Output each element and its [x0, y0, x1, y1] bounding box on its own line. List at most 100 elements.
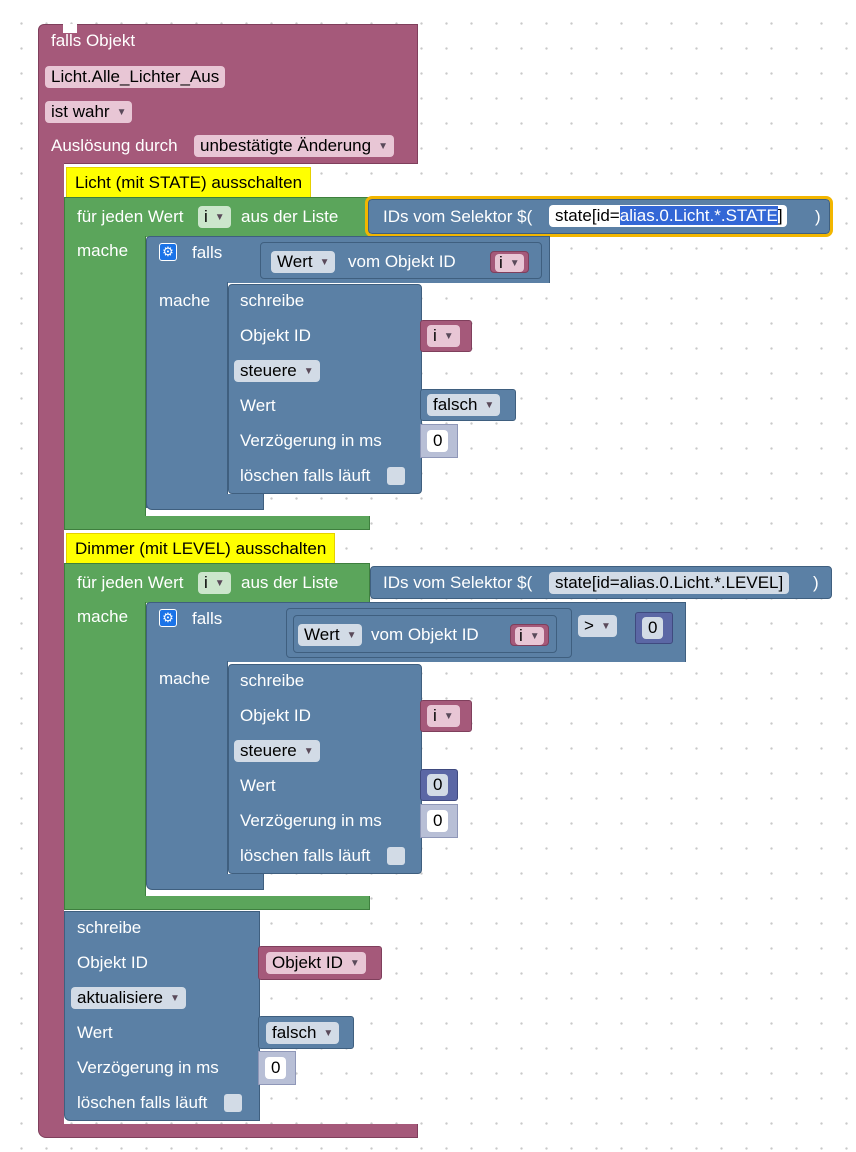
loop2-from-list-label: aus der Liste	[241, 573, 339, 592]
loop1-selector-suffix: ]	[777, 206, 783, 225]
loop2-compare-block[interactable]: Wert▼ vom Objekt ID i▼ >▼	[286, 608, 617, 658]
final-write-value-dropdown[interactable]: falsch ▼	[266, 1022, 340, 1044]
final-write-delay-input[interactable]: 0	[265, 1057, 287, 1079]
loop2-if-var-dropdown[interactable]: i▼	[515, 627, 544, 645]
loop1-write-delay-label: Verzögerung in ms	[240, 431, 382, 450]
dropdown-arrow-icon: ▼	[303, 366, 314, 377]
loop2-if-var-label: i	[519, 626, 523, 645]
loop1-write-value-block[interactable]: falsch ▼	[420, 389, 516, 421]
loop1-if-var-label: i	[499, 253, 503, 272]
loop2-value-label: Wert	[304, 625, 340, 644]
loop1-if-label: falls	[192, 243, 223, 262]
final-write-title: schreibe	[77, 918, 142, 937]
loop2-write-block[interactable]: schreibe Objekt ID steuere▼ Wert Verzöge…	[228, 664, 422, 874]
trigger-header: falls Objekt	[51, 31, 136, 50]
loop1-write-block[interactable]: schreibe Objekt ID steuere▼ Wert Verzöge…	[228, 284, 422, 494]
loop1-block[interactable]: für jeden Wert i▼ aus der Liste mache	[64, 197, 370, 260]
trigger-object-field[interactable]: Licht.Alle_Lichter_Aus	[45, 66, 226, 88]
dropdown-arrow-icon: ▼	[214, 212, 225, 223]
loop2-write-value-input[interactable]: 0	[427, 774, 449, 796]
trigger-block-footer	[38, 1124, 418, 1138]
loop1-if-var-dropdown[interactable]: i▼	[495, 254, 524, 272]
loop2-write-value-block[interactable]: 0	[420, 769, 458, 801]
gear-icon[interactable]: ⚙	[159, 243, 177, 261]
loop1-get-value-block[interactable]: Wert▼ vom Objekt ID i▼	[260, 242, 542, 279]
loop1-write-object-block[interactable]: i▼	[420, 320, 472, 352]
loop1-write-delay-input[interactable]: 0	[427, 430, 449, 452]
gear-icon[interactable]: ⚙	[159, 609, 177, 627]
trigger-condition-dropdown[interactable]: ist wahr▼	[45, 101, 133, 123]
final-write-delay-label: Verzögerung in ms	[77, 1058, 219, 1077]
loop2-compare-number[interactable]: 0	[642, 617, 664, 639]
dropdown-arrow-icon: ▼	[323, 1028, 334, 1039]
checkbox-icon[interactable]	[224, 1094, 242, 1112]
loop2-block[interactable]: für jeden Wert i▼ aus der Liste	[64, 563, 370, 603]
loop2-compare-number-block[interactable]: 0	[635, 612, 673, 644]
loop1-write-object-dropdown[interactable]: i▼	[427, 325, 460, 347]
loop2-write-delay-input[interactable]: 0	[427, 810, 449, 832]
loop2-var-dropdown[interactable]: i▼	[198, 572, 231, 594]
loop1-write-value: falsch	[433, 395, 478, 414]
trigger-by-value: unbestätigte Änderung	[200, 136, 372, 155]
dropdown-arrow-icon: ▼	[303, 746, 314, 757]
loop2-write-mode-dropdown[interactable]: steuere▼	[234, 740, 320, 762]
loop2-value-dropdown[interactable]: Wert▼	[298, 624, 363, 646]
loop2-write-object-label: Objekt ID	[240, 706, 311, 725]
loop2-if-spine: mache	[146, 661, 228, 877]
final-write-clear-label: löschen falls läuft	[77, 1093, 208, 1112]
loop2-selector-block[interactable]: IDs vom Selektor $( state[id=alias.0.Lic…	[370, 566, 832, 599]
loop2-selector-input[interactable]: state[id=alias.0.Licht.*.LEVEL]	[549, 572, 790, 594]
loop2-operator-dropdown[interactable]: >▼	[578, 615, 617, 637]
loop2-spine: mache	[64, 602, 146, 910]
final-write-delay-block[interactable]: 0	[258, 1051, 296, 1085]
loop2-write-clear-label: löschen falls läuft	[240, 846, 371, 865]
final-write-mode-dropdown[interactable]: aktualisiere▼	[71, 987, 186, 1009]
loop1-write-value-dropdown[interactable]: falsch ▼	[427, 394, 501, 416]
loop2-var-block[interactable]: i▼	[510, 624, 549, 646]
loop2-write-delay-block[interactable]: 0	[420, 804, 458, 838]
final-write-value: falsch	[272, 1023, 317, 1042]
final-write-object-dropdown[interactable]: Objekt ID▼	[266, 952, 366, 974]
loop1-value-dropdown[interactable]: Wert▼	[271, 251, 336, 273]
block-notch	[63, 24, 77, 33]
loop1-footer	[64, 516, 370, 530]
loop1-var-dropdown[interactable]: i▼	[198, 206, 231, 228]
loop1-selector-block[interactable]: IDs vom Selektor $( state[id=alias.0.Lic…	[365, 196, 833, 237]
checkbox-icon[interactable]	[387, 467, 405, 485]
loop2-write-object-block[interactable]: i▼	[420, 700, 472, 732]
loop1-if-block[interactable]: ⚙ falls Wert▼ vom Objekt ID i▼	[146, 236, 550, 283]
trigger-block-spine	[38, 163, 64, 1125]
loop1-write-value-label: Wert	[240, 396, 276, 415]
loop2-if-block[interactable]: ⚙ falls Wert▼ vom Objekt ID i▼ >▼ 0	[146, 602, 686, 662]
loop1-var-block[interactable]: i▼	[490, 251, 529, 273]
final-write-object-block[interactable]: Objekt ID▼	[258, 946, 382, 980]
trigger-block[interactable]: falls Objekt Licht.Alle_Lichter_Aus ist …	[38, 24, 418, 164]
loop2-if-label: falls	[192, 609, 223, 628]
final-write-block[interactable]: schreibe Objekt ID aktualisiere▼ Wert Ve…	[64, 911, 260, 1121]
loop2-write-value-label: Wert	[240, 776, 276, 795]
dropdown-arrow-icon: ▼	[509, 258, 520, 269]
loop1-write-clear-label: löschen falls läuft	[240, 466, 371, 485]
loop1-if-spine: mache	[146, 282, 228, 508]
loop1-comment[interactable]: Licht (mit STATE) ausschalten	[66, 167, 312, 199]
loop2-of-object-label: vom Objekt ID	[371, 625, 479, 644]
loop1-spine: mache	[64, 236, 146, 530]
dropdown-arrow-icon: ▼	[484, 400, 495, 411]
trigger-by-dropdown[interactable]: unbestätigte Änderung ▼	[194, 135, 394, 157]
dropdown-arrow-icon: ▼	[170, 993, 180, 1004]
loop1-write-mode-dropdown[interactable]: steuere▼	[234, 360, 320, 382]
dropdown-arrow-icon: ▼	[443, 711, 454, 722]
loop2-comment[interactable]: Dimmer (mit LEVEL) ausschalten	[66, 533, 336, 565]
loop1-selector-input[interactable]: state[id=alias.0.Licht.*.STATE]	[549, 205, 787, 227]
final-write-value-block[interactable]: falsch ▼	[258, 1016, 354, 1049]
loop2-selector-label: IDs vom Selektor $(	[383, 573, 533, 592]
loop1-write-delay-block[interactable]: 0	[420, 424, 458, 458]
trigger-by-label: Auslösung durch	[51, 136, 178, 155]
dropdown-arrow-icon: ▼	[378, 141, 388, 152]
loop1-do-label: mache	[77, 241, 129, 260]
loop2-if-footer	[146, 874, 264, 890]
checkbox-icon[interactable]	[387, 847, 405, 865]
loop2-get-value-block[interactable]: Wert▼ vom Objekt ID i▼	[293, 615, 557, 653]
loop2-write-object-dropdown[interactable]: i▼	[427, 705, 460, 727]
trigger-condition-label: ist wahr	[51, 102, 110, 121]
